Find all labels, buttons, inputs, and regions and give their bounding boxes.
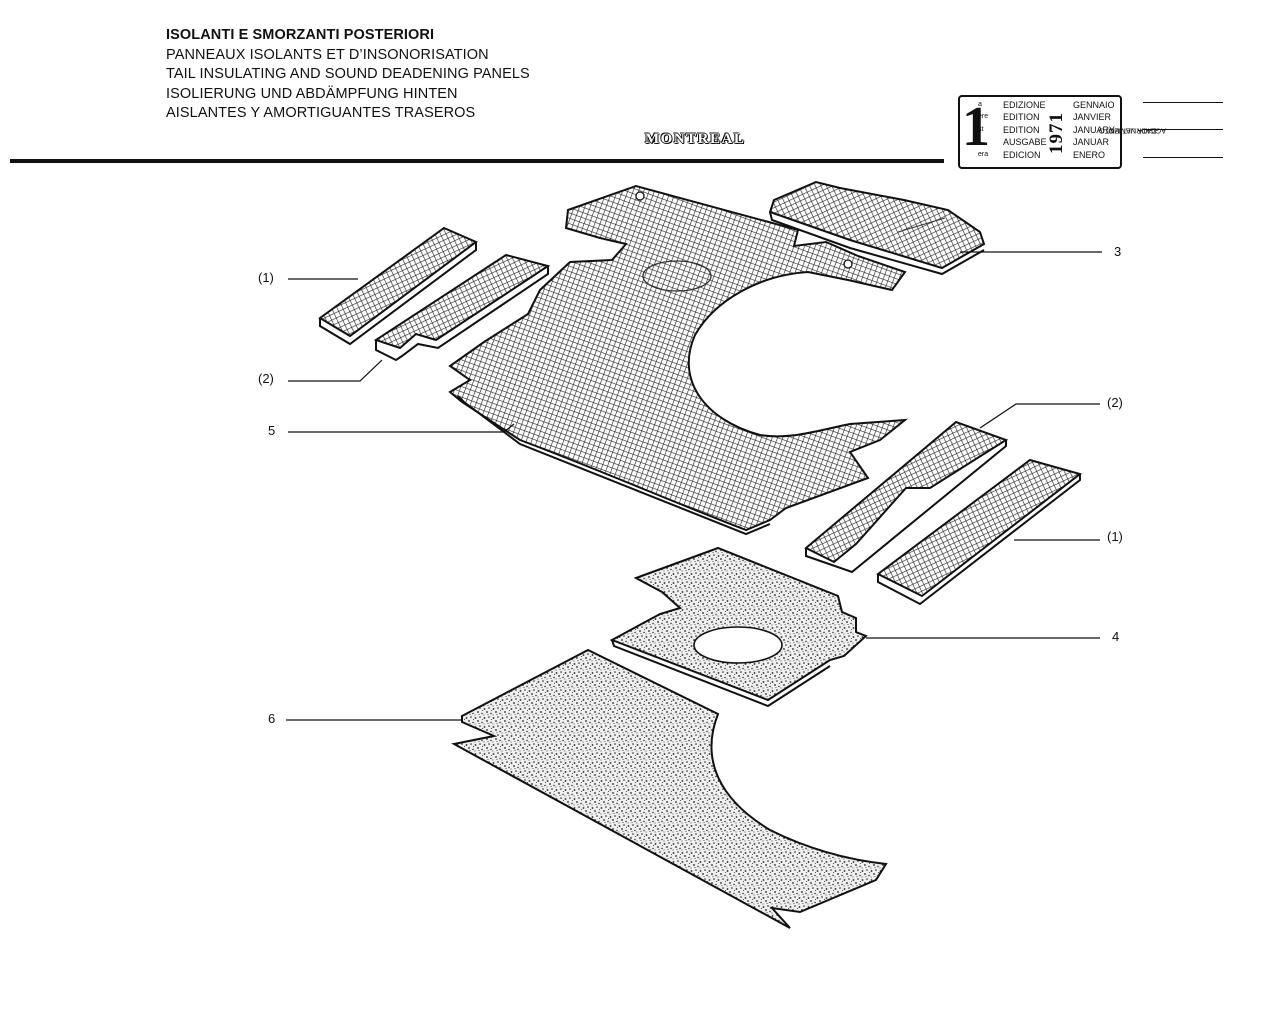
floor-panel-shape [448,184,909,532]
callout-part-4: 4 [1112,629,1120,644]
callout-part-2-left: (2) [258,371,274,386]
ordinal: . [978,138,980,146]
edition-box [958,95,1122,169]
part-1-left-strip [318,226,478,346]
title-spanish: AISLANTES Y AMORTIGUANTES TRASEROS [166,105,476,121]
part-3-panel [768,180,986,276]
title-block: ISOLANTI E SMORZANTI POSTERIORI PANNEAUX… [166,26,530,124]
title-italian: ISOLANTI E SMORZANTI POSTERIORI [166,27,435,43]
edition-word: EDICION [1003,149,1041,160]
title-french: PANNEAUX ISOLANTS ET D’INSONORISATION [166,46,489,63]
callout-part-2-right: (2) [1107,395,1123,410]
part-1-right-strip [876,458,1083,606]
callout-part-3: 3 [1114,244,1122,259]
title-english: TAIL INSULATING AND SOUND DEADENING PANE… [166,66,530,82]
ordinal: st [978,125,984,133]
strip-1-left-edge [319,242,477,346]
floor-panel-edge [457,395,771,536]
felt-panel-6-shape [451,648,888,929]
header-rule [10,159,944,163]
edition-months: GENNAIO JANVIER JANUARY JANUAR ENERO [1073,99,1115,161]
month: ENERO [1073,149,1106,160]
month: JANVIER [1073,112,1112,123]
felt-panel-4-hole [693,626,783,664]
panel-3-edge [769,211,985,276]
edition-word: EDITION [1003,112,1040,123]
edition-word: AUSGABE [1003,137,1047,148]
strip-2-right-shape [804,420,1009,564]
leader-line-p2-left [288,359,383,382]
floor-panel-hole [843,259,853,269]
leader-lines [286,251,1102,721]
edition-number: 1 [962,96,990,158]
part-5-floor-panel [448,184,909,536]
month: JANUARY [1073,124,1115,135]
strip-2-left-shape [373,253,551,350]
edition-ordinals: a ere st . era [978,99,988,161]
floor-panel-recess [642,260,712,292]
callout-part-1-right: (1) [1107,529,1123,544]
part-2-left-strip [373,253,551,362]
part-4-felt-panel [609,546,868,708]
leader-line-p5 [288,423,515,433]
callout-part-5: 5 [268,423,276,438]
month: JANUAR [1073,137,1110,148]
ordinal: ere [978,113,989,121]
callout-part-1-left: (1) [258,270,274,285]
update-line [1143,129,1223,130]
strip-2-right-edge [805,440,1007,574]
update-line [1143,157,1223,158]
part-2-right-strip [804,420,1009,574]
part-6-felt-panel [451,648,888,929]
update-line [1143,102,1223,103]
leader-line-p2-right [979,403,1100,429]
edition-word: EDITION [1003,124,1040,135]
strip-1-right-edge [877,474,1081,606]
floor-panel-hole [635,191,645,201]
felt-panel-4-shape [609,546,868,702]
edition-word: EDIZIONE [1003,100,1046,110]
strip-2-left-edge [375,266,549,362]
brand-logo: MONTREAL [645,131,746,147]
title-german: ISOLIERUNG UND ABDÄMPFUNG HINTEN [166,85,458,102]
felt-panel-4-edge [611,639,831,708]
edition-words: EDIZIONE EDITION EDITION AUSGABE EDICION [1003,99,1047,161]
panel-3-seam [897,217,946,233]
callout-part-6: 6 [268,711,276,726]
ordinal: a [978,101,982,108]
month: GENNAIO [1073,100,1115,110]
ordinal: era [978,150,989,158]
panel-3-shape [768,180,986,270]
